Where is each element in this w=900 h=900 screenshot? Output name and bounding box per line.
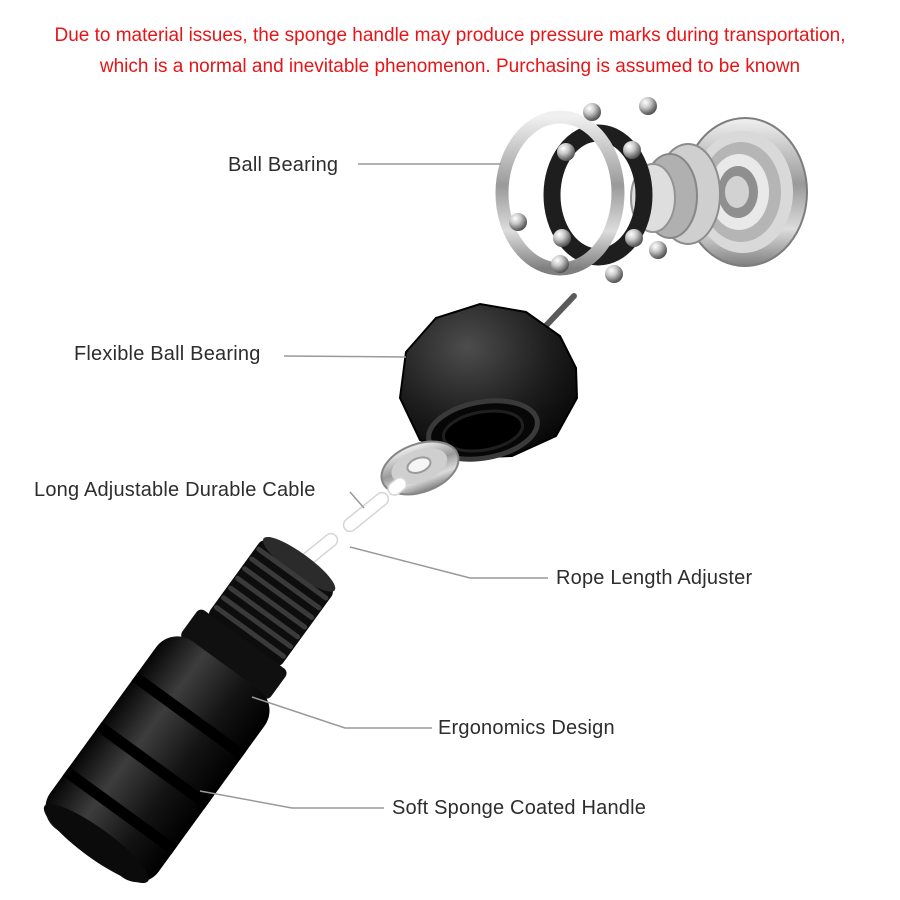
steel-balls [509,97,667,283]
handle-collar [181,609,287,699]
sponge-handle [43,536,336,883]
label-soft-sponge-coated-handle: Soft Sponge Coated Handle [392,797,647,819]
threaded-connector [208,536,336,667]
ergonomics-leader-line [251,696,432,729]
disclaimer-line-2: which is a normal and inevitable phenome… [99,56,801,77]
leader-lines [199,163,548,809]
sponge-handle-leader-line [199,790,384,809]
label-rope-length-adjuster: Rope Length Adjuster [556,567,753,589]
disclaimer-line-1: Due to material issues, the sponge handl… [54,25,846,46]
label-ergonomics-design: Ergonomics Design [438,717,615,739]
sponge-body [43,636,270,883]
label-ball-bearing: Ball Bearing [228,154,339,176]
long-cable-leader-line [349,491,365,509]
rope-adjuster-leader-line [349,546,548,579]
rope-length-adjuster-piece [387,476,408,496]
ball-bearing-assembly [495,97,808,283]
label-flexible-ball-bearing: Flexible Ball Bearing [74,343,261,365]
flexible-ball-bearing-cap [398,293,579,462]
flexible-ball-bearing-leader-line [283,355,407,358]
disclaimer-text: Due to material issues, the sponge handl… [0,20,900,82]
label-long-adjustable-durable-cable: Long Adjustable Durable Cable [34,479,316,501]
